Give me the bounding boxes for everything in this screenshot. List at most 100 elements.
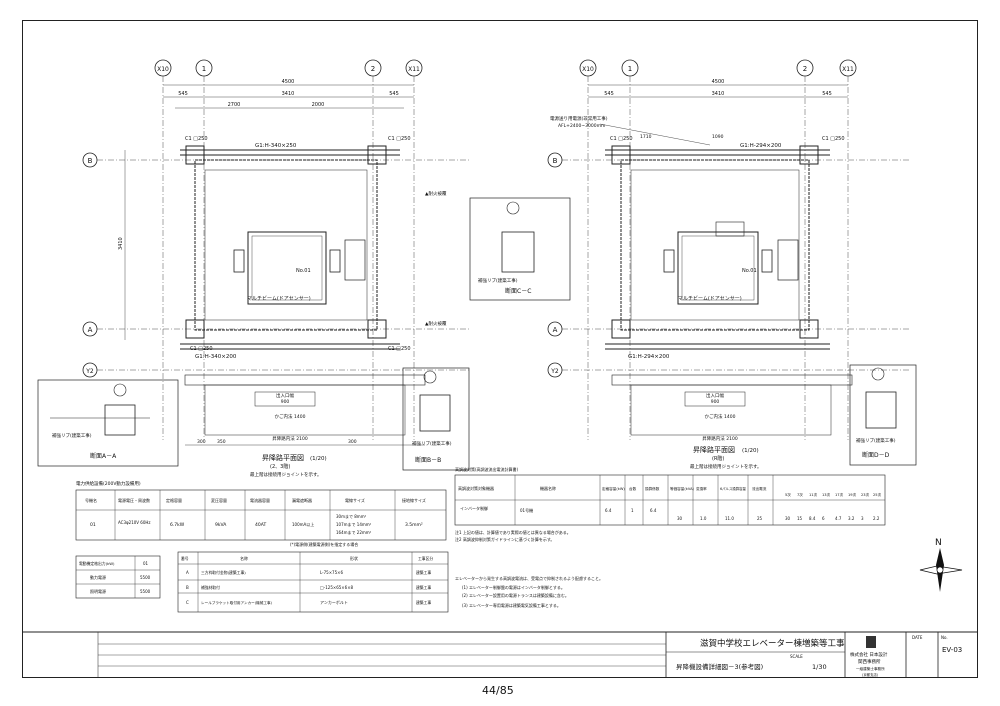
small-cell: 電動機定格出力(kW) bbox=[79, 561, 115, 566]
elec-head: 接地線サイズ bbox=[402, 497, 426, 503]
load-head: 25次 bbox=[873, 492, 882, 497]
small-cell: 動力電源 bbox=[90, 574, 106, 580]
elec-cell: 6.7kW bbox=[170, 522, 185, 528]
car-no: No.01 bbox=[742, 268, 757, 274]
titleblock: 滋賀中学校エレベーター棟増築等工事 SCALE 昇降機設備詳細図－3(参考図) … bbox=[22, 631, 978, 678]
section-c-note: 補強リブ(建築工事) bbox=[478, 277, 518, 284]
left-plan-note: 最上階は接続用ジョイントを示す。 bbox=[250, 471, 322, 478]
load-cell: 3.2 bbox=[848, 516, 855, 521]
elec-head: 電源電圧・周波数 bbox=[118, 497, 150, 503]
dim: 545 bbox=[389, 91, 399, 97]
project-title: 滋賀中学校エレベーター棟増築等工事 bbox=[700, 638, 845, 649]
right-plan-scale: (1/20) bbox=[742, 448, 759, 454]
dim: 3410 bbox=[712, 91, 725, 97]
left-grid-x11: X11 bbox=[405, 59, 423, 440]
elec-head: 変圧容量 bbox=[211, 497, 227, 503]
grid-label: B bbox=[553, 157, 558, 165]
elec-cell: 40AT bbox=[255, 522, 266, 528]
cable-row: 164mまで 22mm² bbox=[336, 530, 372, 535]
parts-cell: 建築工事 bbox=[416, 570, 431, 575]
entrance-width: 900 bbox=[711, 399, 720, 405]
elec-cell: 01 bbox=[90, 522, 96, 528]
drawing-sheet bbox=[22, 20, 978, 678]
parts-head: 番号 bbox=[181, 556, 189, 561]
cable-row: 30mまで 8mm² bbox=[336, 514, 367, 519]
elec-head: 漏電遮断器 bbox=[292, 497, 312, 503]
dim-overall: 4500 bbox=[282, 79, 295, 85]
col-label: C1 □250 bbox=[822, 136, 845, 142]
grid-label: A bbox=[553, 326, 558, 334]
parts-cell: □-125×65×6×8 bbox=[320, 585, 354, 590]
grid-label: A bbox=[88, 326, 93, 334]
no-label: No. bbox=[941, 635, 948, 640]
elec-table-caption: 電力供給設備(200V動力設備用) bbox=[76, 480, 141, 487]
parts-head: 名称 bbox=[240, 555, 248, 561]
section-a-note: 補強リブ(建築工事) bbox=[52, 432, 92, 439]
right-grid-x10: X10 bbox=[579, 59, 597, 440]
beam-bottom-label: G1:H-340×200 bbox=[195, 354, 237, 360]
left-plan: X10 1 2 X11 4500 545 3410 545 2700 2000 bbox=[82, 59, 470, 478]
section-d-note: 補強リブ(建築工事) bbox=[856, 437, 896, 444]
left-plan-sub: (2、3階) bbox=[270, 463, 290, 470]
north-label: N bbox=[935, 538, 942, 548]
load-cell: 01号機 bbox=[520, 507, 533, 513]
dim: 545 bbox=[822, 91, 832, 97]
load-cell: 30 bbox=[785, 516, 791, 521]
entrance-label: 出入口幅 bbox=[276, 392, 294, 399]
cable-row: 107mまで 14mm² bbox=[336, 522, 372, 527]
load-cell: 4.7 bbox=[835, 516, 842, 521]
parts-cell: C bbox=[186, 600, 189, 605]
load-head: 変換率 bbox=[696, 486, 707, 491]
fire-label: ▲耐火被覆 bbox=[425, 190, 447, 197]
elec-head: 電線サイズ bbox=[345, 497, 365, 503]
elec-head: 号機名 bbox=[85, 497, 97, 503]
door-label: マルチビーム(ドアセンサー) bbox=[678, 295, 742, 302]
load-head: 7次 bbox=[797, 492, 803, 497]
drawing-number: EV-03 bbox=[942, 646, 962, 654]
section-b-title: 断面B－B bbox=[415, 456, 441, 464]
entrance-label: 出入口幅 bbox=[706, 392, 724, 399]
right-plan-note: 最上階は接続用ジョイントを示す。 bbox=[690, 463, 762, 470]
section-c-title: 断面C－C bbox=[505, 287, 531, 295]
left-grid-x10: X10 bbox=[154, 59, 172, 440]
door-label: マルチビーム(ドアセンサー) bbox=[247, 295, 311, 302]
load-table-caption: 高調波対策(高調波流出電流計算書) bbox=[455, 466, 519, 472]
grid-label: 2 bbox=[803, 65, 807, 73]
section-c: 補強リブ(建築工事) 断面C－C bbox=[469, 197, 571, 301]
company-name: 株式会社 日本設計 bbox=[850, 651, 888, 658]
section-d-title: 断面D－D bbox=[862, 451, 890, 459]
elec-cell: AC3φ210V 60Hz bbox=[118, 520, 150, 525]
elec-head: 電流器容量 bbox=[250, 497, 270, 503]
section-a: 補強リブ(建築工事) 断面A－A bbox=[37, 379, 179, 467]
load-head: 台数 bbox=[629, 486, 637, 491]
load-cell: インバータ制御 bbox=[460, 505, 488, 511]
elec-cell: 3.5mm² bbox=[405, 522, 423, 528]
parts-cell: レールブラケット取付用アンカー(機械工事) bbox=[201, 600, 273, 605]
parts-head: 形状 bbox=[350, 555, 358, 561]
load-cell: 25 bbox=[757, 516, 763, 521]
load-cell: 15 bbox=[797, 516, 803, 521]
grid-label: 1 bbox=[628, 65, 632, 73]
company-license: 一級建築士事務所 bbox=[856, 666, 885, 671]
dim: 545 bbox=[604, 91, 614, 97]
parts-cell: 三方枠取付金物(建築工事) bbox=[201, 570, 246, 575]
note: 注1 上記の値は、計算値であり実際の値とは異なる場合がある。 bbox=[455, 529, 571, 535]
section-b: 補強リブ(建築工事) 断面B－B bbox=[402, 367, 470, 471]
dim: 2000 bbox=[312, 102, 325, 108]
load-cell: 1.0 bbox=[700, 516, 707, 521]
col-label: C1 □250 bbox=[185, 136, 208, 142]
note: エレベーターから発生する高調波電流は、受電点で抑制されるよう配慮すること。 bbox=[455, 575, 603, 581]
dim: 3410 bbox=[118, 237, 124, 250]
load-cell: 6.4 bbox=[605, 508, 612, 513]
north-arrow: N bbox=[919, 538, 963, 592]
grid-label: 1 bbox=[202, 65, 206, 73]
load-head: 23次 bbox=[861, 492, 870, 497]
right-grid-2: 2 bbox=[796, 59, 814, 440]
callout-dim: 1090 bbox=[712, 134, 724, 140]
right-grid-1: 1 bbox=[621, 59, 639, 440]
load-head: 13次 bbox=[822, 492, 831, 497]
left-grid-2: 2 bbox=[364, 59, 382, 440]
load-head: 17次 bbox=[835, 492, 844, 497]
note: (3) エレベーター専用電源は建築電気設備工事とする。 bbox=[462, 602, 561, 608]
